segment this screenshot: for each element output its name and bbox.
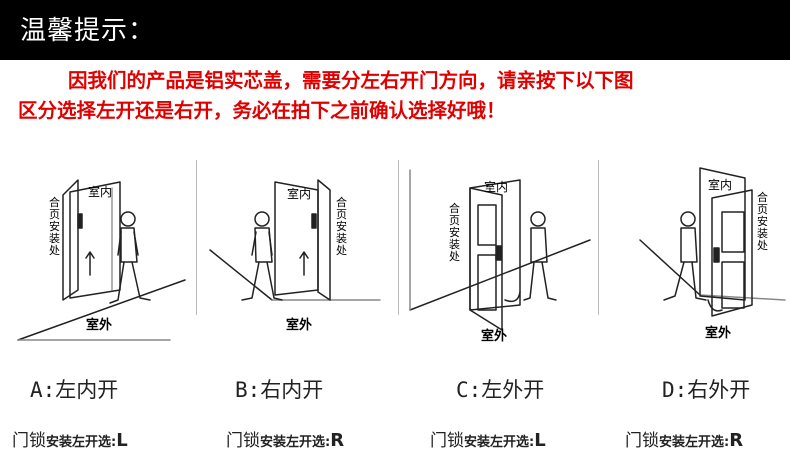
outside-label: 室外 <box>705 326 732 341</box>
lock-prefix: 门锁 <box>12 431 46 451</box>
option-name-a: A:左内开 <box>30 378 119 402</box>
notice-text: 因我们的产品是铝实芯盖，需要分左右开门方向，请亲按下以下图 区分选择左开还是右开… <box>18 66 778 126</box>
lock-option-a: 门锁安装左开选:L <box>12 426 128 451</box>
notice-line-1: 因我们的产品是铝实芯盖，需要分左右开门方向，请亲按下以下图 <box>68 69 634 92</box>
lock-option-d: 门锁安装左开选:R <box>625 426 743 451</box>
outside-label: 室外 <box>86 318 113 333</box>
lock-option-c: 门锁安装左开选:L <box>430 426 546 451</box>
door-diagram-c <box>409 169 591 331</box>
divider <box>398 160 399 315</box>
divider <box>598 160 599 315</box>
inside-label: 室内 <box>708 178 733 192</box>
option-name-c: C:左外开 <box>456 378 545 402</box>
inside-label: 室内 <box>287 187 312 201</box>
door-diagram-b <box>209 179 381 301</box>
hinge-label: 合页安装处 <box>757 191 768 252</box>
option-name-d: D:右外开 <box>662 378 751 402</box>
inside-label: 室内 <box>88 185 113 199</box>
lock-code: L <box>534 430 546 451</box>
door-diagram-a <box>17 179 186 341</box>
lock-code: R <box>729 430 744 451</box>
door-diagram-d <box>639 167 786 317</box>
divider <box>196 160 197 315</box>
notice-line-2: 区分选择左开还是右开，务必在拍下之前确认选择好哦！ <box>18 99 506 122</box>
lock-text: 安装左开选: <box>260 435 331 450</box>
lock-code: R <box>330 430 345 451</box>
lock-prefix: 门锁 <box>625 431 659 451</box>
lock-text: 安装左开选: <box>46 435 117 450</box>
option-name-b: B:右内开 <box>235 378 324 402</box>
lock-prefix: 门锁 <box>226 431 260 451</box>
lock-option-b: 门锁安装左开选:R <box>226 426 344 451</box>
header-bar: 温馨提示： <box>0 0 790 60</box>
outside-label: 室外 <box>481 329 508 344</box>
lock-code: L <box>116 430 128 451</box>
hinge-label: 合页安装处 <box>336 196 347 257</box>
inside-label: 室内 <box>484 180 509 194</box>
lock-text: 安装左开选: <box>464 435 535 450</box>
hinge-label: 合页安装处 <box>49 196 60 257</box>
outside-label: 室外 <box>286 318 313 333</box>
page-title: 温馨提示： <box>20 16 156 46</box>
lock-prefix: 门锁 <box>430 431 464 451</box>
lock-text: 安装左开选: <box>659 435 730 450</box>
hinge-label: 合页安装处 <box>449 202 460 263</box>
